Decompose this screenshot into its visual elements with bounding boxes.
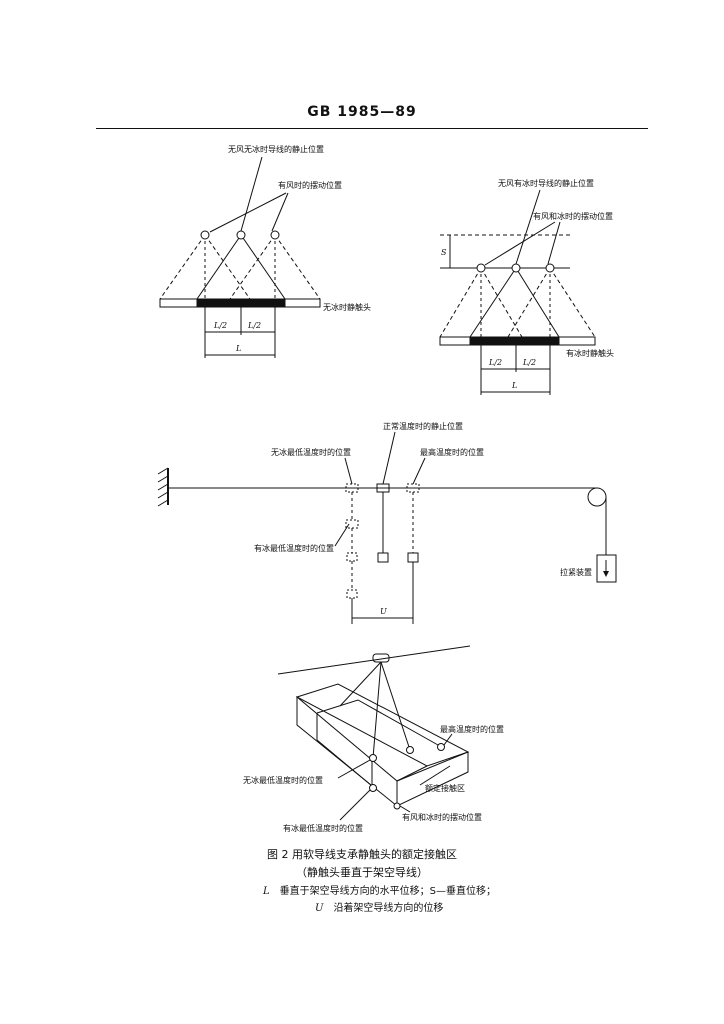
figure-d-point-max	[437, 743, 445, 751]
figure-a-leader	[209, 192, 287, 233]
figure-d-point-no-ice-min	[369, 754, 377, 762]
figure-a-label-contact: 无冰时静触头	[323, 302, 371, 312]
figure-b-line	[515, 267, 560, 338]
figure-c-leader	[412, 457, 426, 485]
figure-a-conductor-left	[200, 230, 210, 240]
figure-caption-subtitle: （静触头垂直于架空导线）	[296, 866, 428, 879]
figure-c-hatch	[157, 483, 169, 491]
figure-c-hatch	[157, 499, 169, 507]
figure-b-dashed-line	[507, 267, 551, 338]
figure-c-hatch	[157, 491, 169, 499]
figure-c-label-normal: 正常温度时的静止位置	[383, 421, 463, 431]
figure-c-contact-ice	[346, 552, 358, 562]
figure-c-contact-ice-low	[346, 589, 358, 599]
figure-b-label-contact: 有冰时静触头	[566, 348, 614, 358]
legend-u-symbol: U	[315, 903, 324, 914]
figure-b-dim-half-left: L/2	[488, 358, 502, 367]
figure-d-dropper	[339, 661, 382, 707]
legend-l-symbol: L	[263, 886, 270, 897]
figure-b-leader	[515, 189, 541, 265]
figure-b-label-swing: 有风和冰时的摆动位置	[533, 211, 613, 221]
figure-c-leader	[382, 431, 396, 485]
figure-d-edge	[396, 765, 428, 782]
figure-b-dashed-line	[480, 267, 523, 338]
figure-d-dropper	[372, 661, 382, 759]
figure-c-contact-max	[407, 552, 419, 563]
figure-b-line	[469, 267, 517, 338]
figure-d-leader	[399, 805, 411, 813]
figure-d-inner-line	[316, 739, 373, 787]
figure-d-inner-line	[316, 699, 439, 746]
figure-b-conductor-right	[545, 263, 555, 273]
figure-a-dim-half-right: L/2	[247, 321, 261, 330]
legend-u-text: 沿着架空导线方向的位移	[333, 903, 444, 914]
figure-a-label-swing: 有风时的摆动位置	[278, 180, 342, 190]
figure-d-label-no-ice-min: 无冰最低温度时的位置	[243, 775, 323, 785]
figure-c-dim-u: U	[380, 607, 387, 616]
figure-c-label-max: 最高温度时的位置	[420, 447, 484, 457]
figure-c-label-ice-min: 有冰最低温度时的位置	[254, 543, 334, 553]
figure-legend-l: L 垂直于架空导线方向的水平位移；S—垂直位移；	[263, 882, 496, 897]
figure-c	[157, 431, 617, 624]
figure-a-contact-bar	[196, 298, 286, 308]
figure-c-leader	[344, 457, 353, 485]
figure-b-conductor-center	[511, 263, 521, 273]
figure-d-leader	[339, 789, 371, 821]
figure-a-leader	[271, 192, 289, 232]
figure-a-dashed-line	[159, 234, 206, 300]
figure-d-label-zone: 额定接触区	[425, 783, 465, 793]
figure-d-leader	[337, 759, 371, 779]
figure-a-dim-full: L	[235, 344, 241, 353]
figure-d-leader	[443, 733, 453, 746]
figure-d-dropper	[380, 661, 411, 751]
figure-a-conductor-center	[236, 230, 246, 240]
figure-legend-u: U 沿着架空导线方向的位移	[315, 899, 443, 914]
figure-b-leader	[484, 221, 556, 266]
figure-b-dim-half-right: L/2	[522, 358, 536, 367]
figure-a-dashed-line	[274, 234, 321, 300]
figure-d-leader	[419, 765, 451, 786]
figure-c-hatch	[157, 475, 169, 483]
figure-b-conductor-left	[476, 263, 486, 273]
figure-d-point-swing	[393, 802, 401, 810]
figure-a	[159, 156, 321, 358]
figure-a-line	[240, 234, 286, 300]
figure-caption-title: 图 2 用软导线支承静触头的额定接触区	[267, 848, 457, 861]
figure-a-line	[196, 234, 242, 300]
figure-a-dashed-line	[204, 234, 251, 300]
figure-c-pulley	[587, 487, 607, 507]
page-header: GB 1985—89	[307, 104, 417, 120]
figure-c-hatch	[157, 467, 169, 475]
figure-b-dim-s: S	[441, 248, 447, 257]
figure-d	[277, 645, 471, 821]
figure-c-label-no-ice-min: 无冰最低温度时的位置	[271, 447, 351, 457]
figure-b-label-static: 无风有冰时导线的静止位置	[498, 178, 594, 188]
figure-b-leader	[547, 221, 561, 265]
figure-d-label-max: 最高温度时的位置	[440, 724, 504, 734]
figure-b-dim-full: L	[511, 381, 517, 390]
figure-d-point-normal	[406, 746, 414, 754]
figure-b-contact-bar	[469, 336, 560, 346]
header-rule	[96, 128, 648, 129]
figure-a-dim-half-left: L/2	[213, 321, 227, 330]
figure-c-weight	[596, 554, 617, 583]
figure-d-wire	[277, 645, 471, 675]
figure-b-dashed-line	[549, 267, 596, 338]
figure-b	[439, 189, 596, 395]
figure-a-leader	[240, 156, 263, 232]
figure-c-contact-normal	[377, 552, 389, 563]
figure-c-label-tension: 拉紧装置	[560, 567, 592, 577]
figure-b-dashed-line	[439, 267, 482, 338]
figure-a-label-static: 无风无冰时导线的静止位置	[228, 144, 324, 154]
figure-a-dashed-line	[229, 234, 276, 300]
figure-d-point-ice-min	[369, 784, 377, 792]
figure-d-box-right	[396, 751, 469, 807]
figure-a-conductor-right	[270, 230, 280, 240]
figure-d-label-ice-min: 有冰最低温度时的位置	[283, 823, 363, 833]
figure-c-leader	[334, 523, 350, 547]
legend-l-text: 垂直于架空导线方向的水平位移；S—垂直位移；	[279, 886, 496, 897]
figure-d-label-swing: 有风和冰时的摆动位置	[402, 812, 482, 822]
